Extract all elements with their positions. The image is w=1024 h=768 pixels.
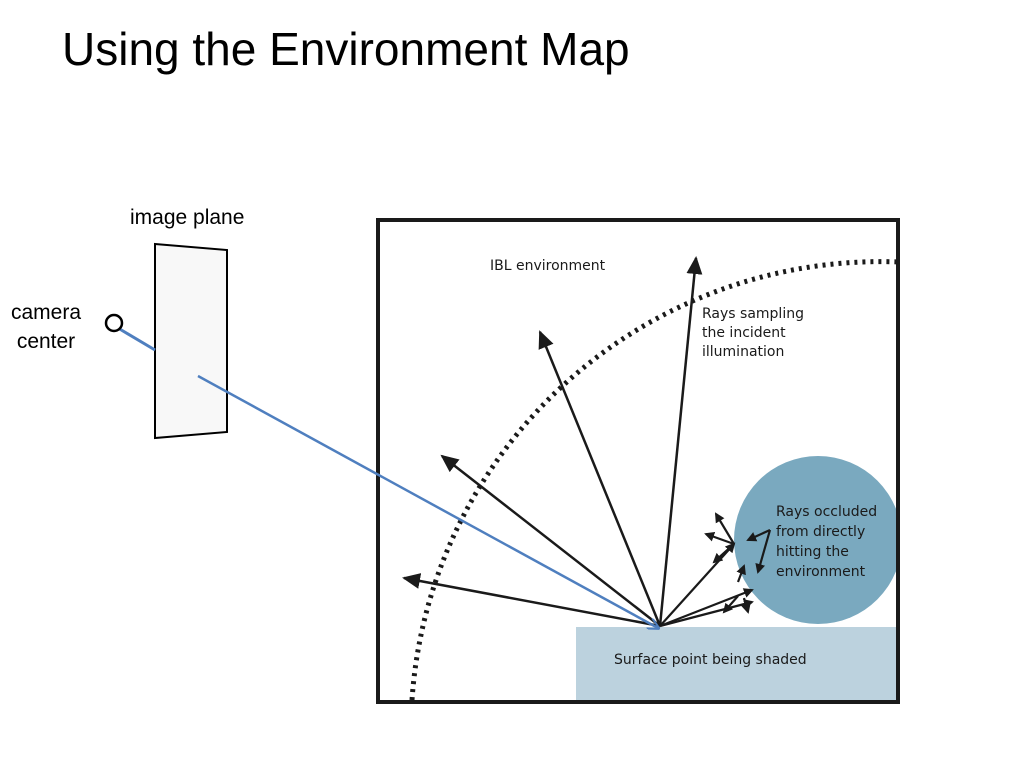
- surface-label: Surface point being shaded: [614, 652, 807, 668]
- occluder-circle: [734, 456, 896, 624]
- ray-up: [658, 256, 703, 627]
- ibl-environment-arc: [409, 259, 896, 700]
- sampling-label: Rays sampling the incident illumination: [702, 306, 808, 360]
- figure-frame: [376, 218, 900, 704]
- image-plane-label: image plane: [130, 206, 245, 229]
- ray-left: [440, 454, 661, 627]
- camera-ray: [197, 374, 658, 628]
- ibl-environment-label: IBL environment: [490, 258, 606, 274]
- occluded-label: Rays occluded from directly hitting the …: [776, 504, 882, 580]
- image-plane: [154, 242, 228, 440]
- slide-title: Using the Environment Map: [62, 23, 630, 75]
- camera-center-icon: [104, 313, 124, 333]
- surface-rect: [576, 627, 896, 700]
- camera-label-line2: center: [16, 330, 76, 353]
- ray-upper-left: [538, 330, 662, 627]
- ray-far-left: [402, 573, 661, 628]
- camera-center-label: camera center: [0, 298, 92, 356]
- camera-label-line1: camera: [10, 301, 82, 324]
- camera-ray-short: [117, 326, 156, 352]
- sampling-rays: [402, 256, 703, 628]
- occluded-rays: [659, 512, 772, 628]
